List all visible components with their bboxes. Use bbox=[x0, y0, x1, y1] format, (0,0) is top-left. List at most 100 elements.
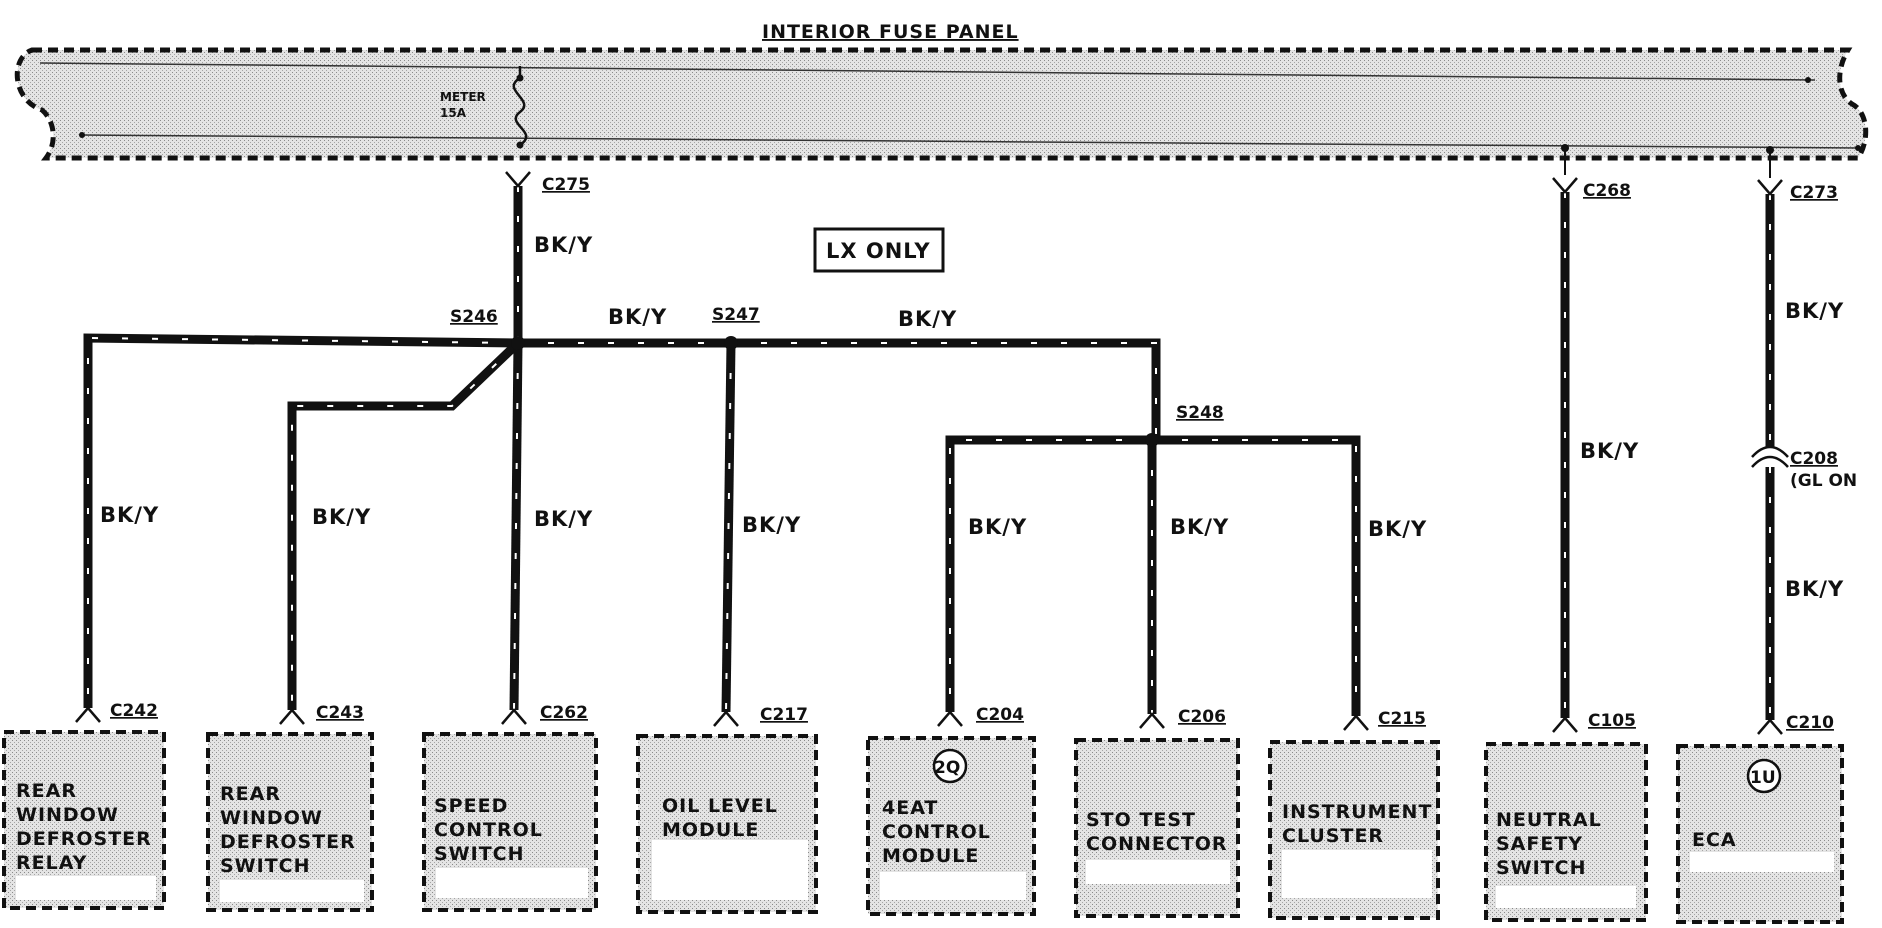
wire-s248-to-c204-hatch bbox=[949, 439, 1152, 712]
component-label-line: SWITCH bbox=[220, 855, 311, 877]
wire-color-label: BK/Y bbox=[534, 507, 593, 531]
connector-c217-symbol bbox=[713, 710, 739, 727]
component-label-line: SWITCH bbox=[1496, 857, 1587, 879]
wire-s246-to-c242 bbox=[83, 333, 519, 708]
wire-s246-to-c262-hatch bbox=[513, 342, 519, 711]
component-label-line: INSTRUMENT bbox=[1282, 801, 1432, 823]
wire-s248-to-c204 bbox=[945, 435, 1152, 712]
connector-c208-label: C208 bbox=[1790, 449, 1838, 469]
component-label-line: OIL LEVEL bbox=[662, 795, 778, 817]
component-label-line: CLUSTER bbox=[1282, 825, 1384, 847]
splice-s246-dot bbox=[511, 336, 525, 350]
wire-color-label: BK/Y bbox=[1170, 515, 1229, 539]
connector-c204-label: C204 bbox=[976, 705, 1024, 725]
splice-s247-dot bbox=[724, 336, 738, 350]
fuse-terminal-dot bbox=[516, 74, 524, 82]
component-label-line: RELAY bbox=[16, 852, 87, 874]
wire-s246-to-c243 bbox=[287, 339, 522, 710]
component-label-line: ECA bbox=[1692, 829, 1737, 851]
connector-c204-symbol bbox=[937, 710, 963, 727]
components: REAR WINDOW DEFROSTER RELAY REAR WINDOW … bbox=[2, 730, 1844, 924]
connector-c210-label: C210 bbox=[1786, 713, 1834, 733]
connector-c105-symbol bbox=[1552, 716, 1578, 733]
connectors bbox=[75, 171, 1789, 735]
badge-circle bbox=[1746, 758, 1782, 794]
wire-color-label: BK/Y bbox=[1785, 577, 1844, 601]
component-label-line: SPEED bbox=[434, 795, 508, 817]
component-label-line: CONTROL bbox=[434, 819, 543, 841]
component-label-line: REAR bbox=[220, 783, 281, 805]
connector-c275-symbol bbox=[505, 171, 531, 188]
diagram-title: INTERIOR FUSE PANEL bbox=[762, 21, 1019, 43]
component-badge: 2Q bbox=[934, 758, 960, 778]
fuse-terminal-dot bbox=[516, 141, 524, 149]
wire-s247-to-s248-corner-hatch bbox=[731, 342, 1157, 440]
component-label-line: CONNECTOR bbox=[1086, 833, 1228, 855]
component-4eat-control-module: 2Q 4EAT CONTROL MODULE bbox=[866, 736, 1036, 916]
wires bbox=[83, 186, 1775, 720]
wire-color-label: BK/Y bbox=[968, 515, 1027, 539]
component-sto-test-connector: STO TEST CONNECTOR bbox=[1074, 738, 1240, 918]
component-label-line: 4EAT bbox=[882, 797, 938, 819]
connector-c273-symbol bbox=[1757, 179, 1783, 196]
connector-c206-symbol bbox=[1139, 712, 1165, 729]
component-label-line: SWITCH bbox=[434, 843, 525, 865]
connector-c208-symbol bbox=[1751, 445, 1789, 468]
wire-color-label: BK/Y bbox=[898, 307, 957, 331]
fuse-rating: 15A bbox=[440, 106, 467, 120]
splice-s247-label: S247 bbox=[712, 305, 760, 325]
component-label-line: SAFETY bbox=[1496, 833, 1583, 855]
meter-fuse-icon bbox=[512, 66, 528, 147]
connector-c268-label: C268 bbox=[1583, 181, 1631, 201]
connector-c262-label: C262 bbox=[540, 703, 588, 723]
connector-c208-note: (GL ON bbox=[1790, 471, 1857, 491]
connector-c210-symbol bbox=[1757, 718, 1783, 735]
connector-c242-label: C242 bbox=[110, 701, 158, 721]
component-label-line: STO TEST bbox=[1086, 809, 1196, 831]
connector-c206-label: C206 bbox=[1178, 707, 1226, 727]
component-label-line: DEFROSTER bbox=[16, 828, 152, 850]
connector-c243-symbol bbox=[279, 708, 305, 725]
lx-only-label: LX ONLY bbox=[826, 239, 931, 263]
bus-end-dot bbox=[1855, 145, 1861, 151]
badge-circle bbox=[932, 748, 968, 784]
fuse-name: METER bbox=[440, 90, 486, 104]
component-badge: 1U bbox=[1750, 768, 1776, 788]
wire-s247-to-c217-hatch bbox=[725, 342, 732, 713]
wire-color-label: BK/Y bbox=[1580, 439, 1639, 463]
component-label-line: WINDOW bbox=[220, 807, 323, 829]
connector-c215-symbol bbox=[1343, 714, 1369, 731]
connector-c262-symbol bbox=[501, 708, 527, 725]
wire-color-label: BK/Y bbox=[100, 503, 159, 527]
bus-end-dot bbox=[79, 132, 85, 138]
splice-s246-label: S246 bbox=[450, 307, 498, 327]
interior-fuse-panel bbox=[14, 47, 1869, 161]
component-rear-window-defroster-switch: REAR WINDOW DEFROSTER SWITCH bbox=[206, 732, 374, 912]
wire-s248-to-c215-hatch bbox=[1152, 439, 1357, 716]
connector-c268-symbol bbox=[1552, 177, 1578, 194]
connector-c217-label: C217 bbox=[760, 705, 808, 725]
connector-c273-label: C273 bbox=[1790, 183, 1838, 203]
wire-color-label: BK/Y bbox=[1785, 299, 1844, 323]
component-speed-control-switch: SPEED CONTROL SWITCH bbox=[422, 732, 598, 912]
component-rear-window-defroster-relay: REAR WINDOW DEFROSTER RELAY bbox=[2, 730, 166, 910]
component-label-line: NEUTRAL bbox=[1496, 809, 1602, 831]
connector-c242-symbol bbox=[75, 706, 101, 723]
component-oil-level-module: OIL LEVEL MODULE bbox=[636, 734, 818, 914]
component-instrument-cluster: INSTRUMENT CLUSTER bbox=[1268, 740, 1440, 920]
component-label-line: MODULE bbox=[882, 845, 979, 867]
connector-c243-label: C243 bbox=[316, 703, 364, 723]
splice-s248-label: S248 bbox=[1176, 403, 1224, 423]
lx-only-box bbox=[813, 227, 945, 273]
component-label-line: REAR bbox=[16, 780, 77, 802]
component-label-line: DEFROSTER bbox=[220, 831, 356, 853]
connector-c275-label: C275 bbox=[542, 175, 590, 195]
bus-end-dot bbox=[1805, 77, 1811, 83]
component-neutral-safety-switch: NEUTRAL SAFETY SWITCH bbox=[1484, 742, 1648, 922]
component-label-line: MODULE bbox=[662, 819, 759, 841]
splice-s248-dot bbox=[1145, 433, 1159, 447]
wire-color-label: BK/Y bbox=[608, 305, 667, 329]
wire-color-label: BK/Y bbox=[534, 233, 593, 257]
component-label-line: CONTROL bbox=[882, 821, 991, 843]
wire-s248-to-c215 bbox=[1152, 435, 1361, 716]
